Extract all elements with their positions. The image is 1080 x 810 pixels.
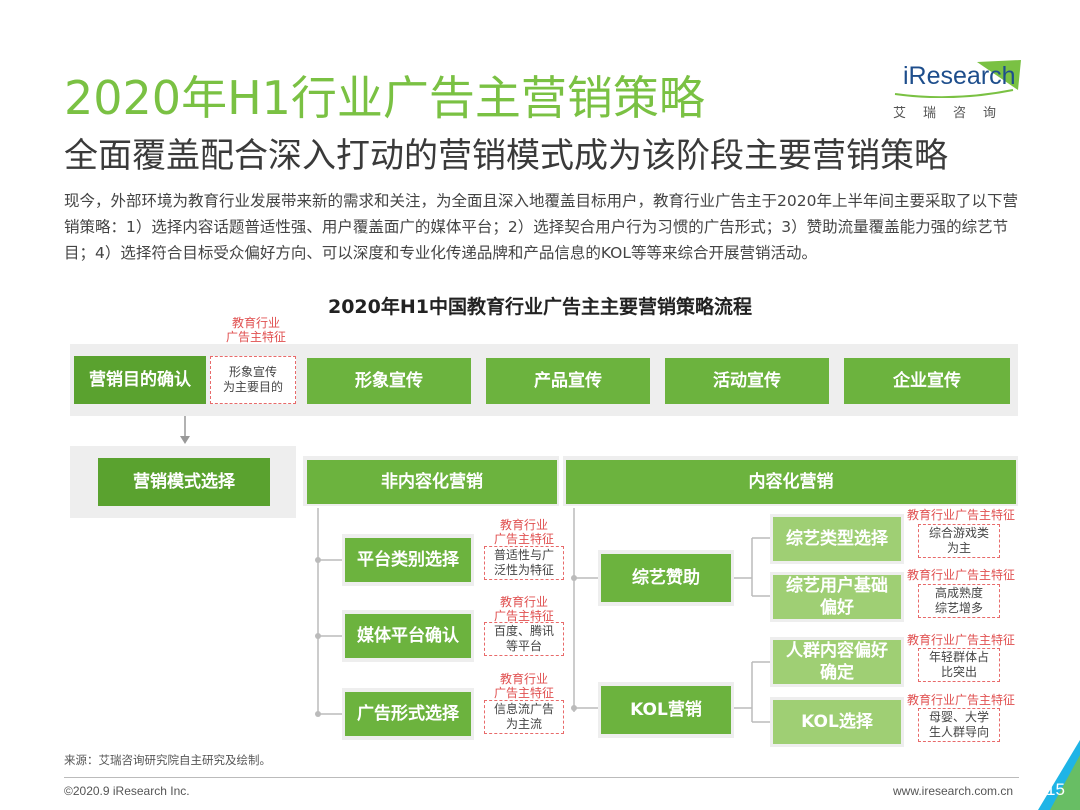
diagram-title: 2020年H1中国教育行业广告主主要营销策略流程 <box>327 296 752 318</box>
adform-feature-box: 信息流广告为主流 <box>484 700 564 734</box>
ad-format-select: 广告形式选择 <box>345 692 471 736</box>
variety-type-feature-label: 教育行业广告主特征 <box>906 508 1015 522</box>
platform-feature-box: 普适性与广泛性为特征 <box>484 546 564 580</box>
media-feature-label: 教育行业广告主特征 <box>493 595 554 623</box>
step-mode-select: 营销模式选择 <box>98 458 270 506</box>
purpose-enterprise: 企业宣传 <box>844 358 1010 404</box>
adform-feature-label: 教育行业广告主特征 <box>493 672 554 700</box>
logo-cn: 艾瑞咨询 <box>893 106 1014 121</box>
kol-audience-feature-label: 教育行业广告主特征 <box>906 633 1015 647</box>
iresearch-logo: iResearch 艾瑞咨询 <box>893 60 1023 121</box>
copyright: ©2020.9 iResearch Inc. <box>64 784 190 798</box>
website-link[interactable]: www.iresearch.com.cn <box>893 784 1014 798</box>
kol-select: KOL选择 <box>773 700 901 744</box>
platform-type-select: 平台类别选择 <box>345 538 471 582</box>
platform-feature-label: 教育行业广告主特征 <box>493 518 554 546</box>
variety-user-feature-label: 教育行业广告主特征 <box>906 568 1015 582</box>
variety-user-preference: 综艺用户基础偏好 <box>773 575 901 619</box>
purpose-feature-box: 形象宣传为主要目的 <box>210 356 296 404</box>
variety-type-select: 综艺类型选择 <box>773 517 901 561</box>
non-content-marketing: 非内容化营销 <box>307 460 557 504</box>
media-platform-confirm: 媒体平台确认 <box>345 614 471 658</box>
purpose-activity: 活动宣传 <box>665 358 829 404</box>
intro-paragraph: 现今，外部环境为教育行业发展带来新的需求和关注，为全面且深入地覆盖目标用户，教育… <box>64 192 1018 262</box>
page-subtitle: 全面覆盖配合深入打动的营销模式成为该阶段主要营销策略 <box>64 136 948 176</box>
purpose-feature-line2: 为主要目的 <box>222 380 283 394</box>
variety-sponsorship: 综艺赞助 <box>601 554 731 602</box>
purpose-feature-label: 教育行业广告主特征 <box>225 316 286 344</box>
kol-audience-feature-box: 年轻群体占比突出 <box>918 648 1000 682</box>
footer-divider <box>64 777 1019 778</box>
source-note: 来源：艾瑞咨询研究院自主研究及绘制。 <box>64 753 271 767</box>
media-feature-box: 百度、腾讯等平台 <box>484 622 564 656</box>
content-marketing: 内容化营销 <box>566 460 1016 504</box>
logo-text: iResearch <box>903 62 1016 90</box>
variety-user-feature-box: 高成熟度综艺增多 <box>918 584 1000 618</box>
page-title: 2020年H1行业广告主营销策略 <box>64 71 705 125</box>
kol-select-feature-box: 母婴、大学生人群导向 <box>918 708 1000 742</box>
purpose-image: 形象宣传 <box>307 358 471 404</box>
purpose-product: 产品宣传 <box>486 358 650 404</box>
variety-type-feature-box: 综合游戏类为主 <box>918 524 1000 558</box>
kol-marketing: KOL营销 <box>601 686 731 734</box>
step-purpose-confirm: 营销目的确认 <box>74 356 206 404</box>
purpose-feature-line1: 形象宣传 <box>228 365 277 379</box>
kol-select-feature-label: 教育行业广告主特征 <box>906 693 1015 707</box>
logo-badge-icon <box>893 60 1021 98</box>
kol-audience-preference: 人群内容偏好确定 <box>773 640 901 684</box>
page-number: 15 <box>1046 780 1065 799</box>
